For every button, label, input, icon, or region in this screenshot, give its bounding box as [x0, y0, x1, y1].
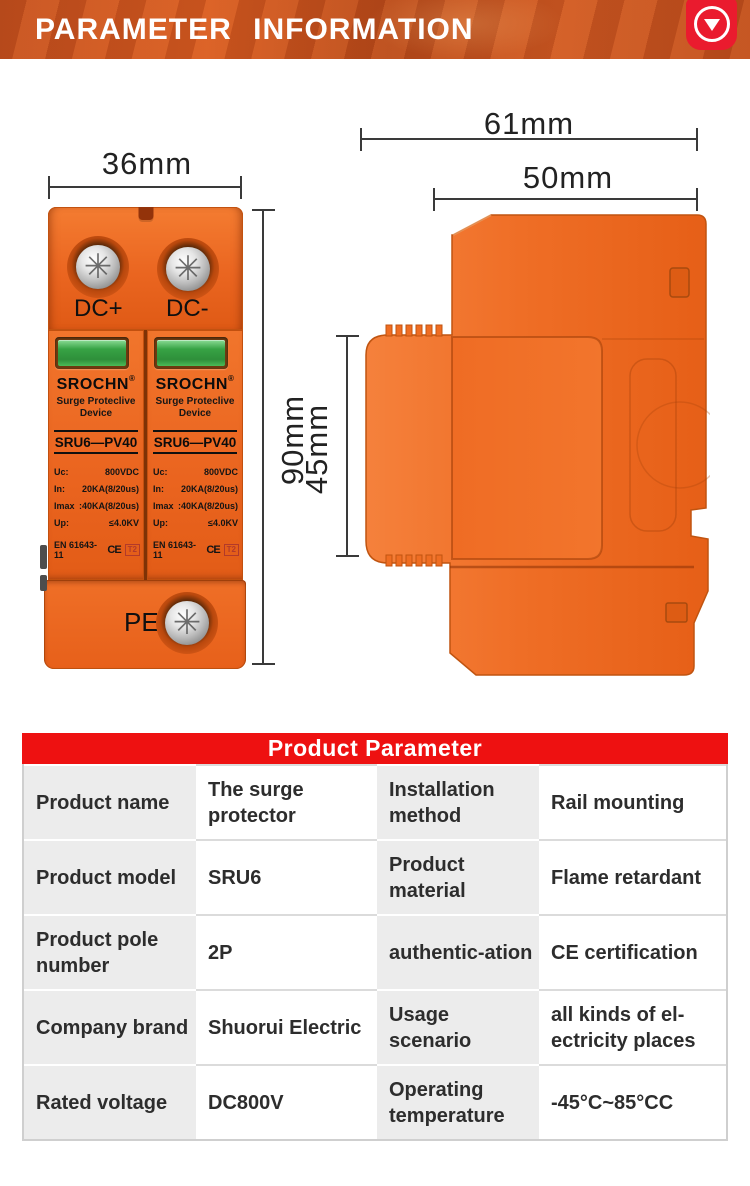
table-row: Product name The surge protector Install…	[24, 764, 726, 839]
ce-mark: CE	[206, 544, 220, 556]
param-label: Product pole number	[24, 914, 196, 989]
module-specs: Uc:800VDC In:20KA(8/20us) Imax:40KA(8/20…	[153, 467, 238, 528]
terminal-screw-positive	[67, 236, 129, 298]
side-cartridge-seam	[451, 336, 603, 560]
table-row: Product pole number 2P authentic-ation C…	[24, 914, 726, 989]
param-label: Installation method	[377, 764, 539, 839]
param-value: all kinds of el-ectricity places	[539, 989, 726, 1064]
module-certification: EN 61643-11 CE T2	[54, 540, 140, 560]
terminal-block: DC+ DC-	[48, 207, 243, 330]
type2-mark: T2	[223, 544, 239, 556]
table-title: Product Parameter	[22, 733, 728, 764]
status-indicator-window	[154, 337, 228, 369]
pe-label: PE	[124, 607, 159, 637]
param-label: Company brand	[24, 989, 196, 1064]
brand-logo: SROCHN®	[155, 374, 235, 393]
status-indicator-window	[55, 337, 129, 369]
front-width-dimension-line	[48, 176, 242, 199]
param-value: Shuorui Electric	[196, 989, 377, 1064]
page-title: PARAMETER INFORMATION	[35, 12, 474, 46]
param-value: -45°C~85°CC	[539, 1064, 726, 1139]
param-label: Product material	[377, 839, 539, 914]
rail-clip-tab	[40, 545, 47, 569]
param-value: Flame retardant	[539, 839, 726, 914]
param-label: Product name	[24, 764, 196, 839]
rail-clip-tab	[40, 575, 47, 591]
param-value: CE certification	[539, 914, 726, 989]
side-width-label: 61mm	[483, 106, 575, 141]
module-certification: EN 61643-11 CE T2	[153, 540, 239, 560]
front-height-dimension-line	[252, 209, 275, 665]
brand-logo: SROCHN®	[56, 374, 136, 393]
top-clip-slot	[138, 207, 153, 220]
ground-terminal-block: PE	[44, 580, 246, 669]
param-value: SRU6	[196, 839, 377, 914]
param-label: Rated voltage	[24, 1064, 196, 1139]
side-top-slot	[669, 267, 690, 298]
side-width-dimension-line	[360, 128, 698, 151]
table-row: Product model SRU6 Product material Flam…	[24, 839, 726, 914]
down-arrow-triangle	[703, 19, 720, 31]
param-label: Usage scenario	[377, 989, 539, 1064]
module-specs: Uc:800VDC In:20KA(8/20us) Imax:40KA(8/20…	[54, 467, 139, 528]
terminal-screw-negative	[157, 238, 219, 300]
param-label: Product model	[24, 839, 196, 914]
type2-mark: T2	[124, 544, 140, 556]
terminal-screw-ground	[156, 592, 218, 654]
dc-plus-label: DC+	[74, 295, 123, 322]
side-bottom-slot	[665, 602, 688, 623]
module-model: SRU6—PV40	[54, 430, 138, 454]
table-row: Company brand Shuorui Electric Usage sce…	[24, 989, 726, 1064]
module-model: SRU6—PV40	[153, 430, 237, 454]
banner: PARAMETER INFORMATION	[0, 0, 750, 59]
front-width-label: 36mm	[101, 146, 193, 181]
side-module-height-label: 45mm	[299, 403, 334, 495]
side-inner-width-label: 50mm	[522, 160, 614, 195]
param-label: authentic-ation	[377, 914, 539, 989]
product-parameter-table: Product Parameter Product name The surge…	[22, 733, 728, 1141]
side-inner-width-dimension-line	[433, 188, 698, 211]
dc-minus-label: DC-	[166, 295, 209, 322]
param-value: Rail mounting	[539, 764, 726, 839]
side-module-height-dimension-line	[336, 335, 359, 557]
param-label: Operating temperature	[377, 1064, 539, 1139]
table-row: Rated voltage DC800V Operating temperatu…	[24, 1064, 726, 1139]
ce-mark: CE	[107, 544, 121, 556]
surge-protector-side-view	[365, 214, 710, 676]
down-arrow-circle	[693, 5, 730, 42]
down-arrow-icon[interactable]	[686, 0, 737, 50]
param-value: The surge protector	[196, 764, 377, 839]
param-value: DC800V	[196, 1064, 377, 1139]
param-value: 2P	[196, 914, 377, 989]
